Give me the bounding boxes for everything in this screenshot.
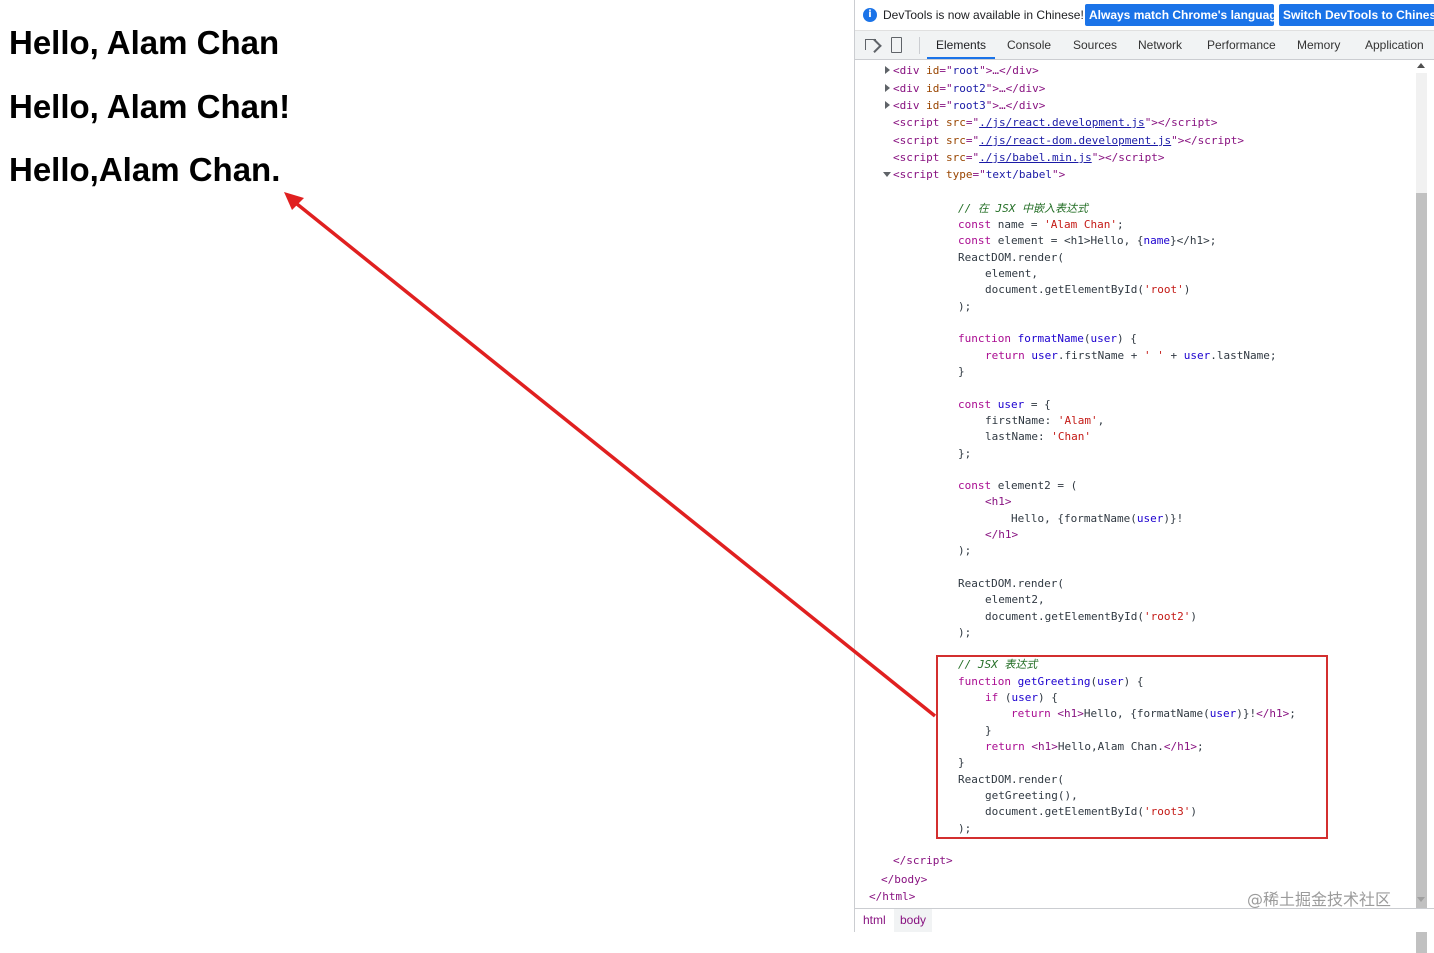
code-line: const name = 'Alam Chan'; xyxy=(958,218,1124,231)
code-line: function formatName(user) { xyxy=(958,332,1137,345)
code-line: ); xyxy=(958,626,972,639)
expand-triangle-icon[interactable] xyxy=(885,84,890,92)
switch-language-button[interactable]: Switch DevTools to Chinese xyxy=(1279,4,1434,26)
tab-performance[interactable]: Performance xyxy=(1207,38,1276,52)
code-line: document.getElementById('root') xyxy=(985,283,1191,296)
devtools-tabbar: Elements Console Sources Network Perform… xyxy=(855,31,1434,60)
code-line: firstName: 'Alam', xyxy=(985,414,1105,427)
tab-console[interactable]: Console xyxy=(1007,38,1052,52)
tree-node-script-react-dom[interactable]: <script src="./js/react-dom.development.… xyxy=(893,134,1245,147)
breadcrumb: html body xyxy=(855,908,1434,932)
tab-memory[interactable]: Memory xyxy=(1297,38,1341,52)
tree-node-script-close[interactable]: </script> xyxy=(893,854,953,867)
code-line: } xyxy=(958,365,965,378)
infobar-text: DevTools is now available in Chinese! xyxy=(883,8,1084,22)
code-line: return user.firstName + ' ' + user.lastN… xyxy=(985,349,1277,362)
code-line: ReactDOM.render( xyxy=(958,773,1064,786)
tab-sources[interactable]: Sources xyxy=(1073,38,1118,52)
language-infobar: i DevTools is now available in Chinese! … xyxy=(855,0,1434,31)
elements-tree: <div id="root">…</div> <div id="root2">…… xyxy=(855,61,1411,908)
watermark: @稀土掘金技术社区 xyxy=(1247,890,1392,909)
collapse-triangle-icon[interactable] xyxy=(883,172,891,177)
tab-application[interactable]: Application xyxy=(1365,38,1424,52)
code-line: ); xyxy=(958,544,972,557)
code-line: return <h1>Hello,Alam Chan.</h1>; xyxy=(985,740,1204,753)
breadcrumb-body[interactable]: body xyxy=(894,909,933,932)
tree-node-html-close[interactable]: </html> xyxy=(869,890,916,903)
code-line: return <h1>Hello, {formatName(user)}!</h… xyxy=(1011,707,1296,720)
page-viewport: Hello, Alam Chan Hello, Alam Chan! Hello… xyxy=(9,24,291,188)
expand-triangle-icon[interactable] xyxy=(885,101,890,109)
tree-node-script-babel-inline[interactable]: <script type="text/babel"> xyxy=(893,168,1066,181)
devtools-panel: i DevTools is now available in Chinese! … xyxy=(854,0,1434,953)
inspect-element-icon[interactable] xyxy=(865,39,876,50)
tab-network[interactable]: Network xyxy=(1138,38,1183,52)
heading-root3: Hello,Alam Chan. xyxy=(9,151,281,188)
code-line: ); xyxy=(958,822,972,835)
highlight-box xyxy=(936,655,1328,839)
tree-node-body-close[interactable]: </body> xyxy=(881,873,928,886)
code-line: if (user) { xyxy=(985,691,1058,704)
code-line: ReactDOM.render( xyxy=(958,251,1064,264)
code-line: function getGreeting(user) { xyxy=(958,675,1144,688)
code-comment: // 在 JSX 中嵌入表达式 xyxy=(958,202,1088,215)
device-toolbar-icon[interactable] xyxy=(891,37,902,53)
code-line: element2, xyxy=(985,593,1045,606)
toolbar-divider xyxy=(919,37,920,54)
info-icon: i xyxy=(863,8,877,22)
code-line: } xyxy=(985,724,992,737)
tree-node-div-root[interactable]: <div id="root">…</div> xyxy=(893,64,1039,77)
code-line: document.getElementById('root3') xyxy=(985,805,1197,818)
code-line: <h1> xyxy=(985,495,1012,508)
tree-node-div-root3[interactable]: <div id="root3">…</div> xyxy=(893,99,1046,112)
tree-node-script-react[interactable]: <script src="./js/react.development.js">… xyxy=(893,116,1218,129)
tab-elements[interactable]: Elements xyxy=(927,31,996,59)
breadcrumb-html[interactable]: html xyxy=(863,913,886,927)
heading-root: Hello, Alam Chan xyxy=(9,24,280,61)
scroll-up-icon[interactable] xyxy=(1417,63,1425,68)
expand-triangle-icon[interactable] xyxy=(885,66,890,74)
heading-root2: Hello, Alam Chan! xyxy=(9,88,291,125)
code-line: Hello, {formatName(user)}! xyxy=(1011,512,1184,525)
code-line: const element = <h1>Hello, {name}</h1>; xyxy=(958,234,1217,247)
scroll-down-icon[interactable] xyxy=(1417,897,1425,902)
match-language-button[interactable]: Always match Chrome's language xyxy=(1085,4,1283,26)
code-line: getGreeting(), xyxy=(985,789,1078,802)
code-line: ); xyxy=(958,300,972,313)
code-comment: // JSX 表达式 xyxy=(958,658,1038,671)
tree-node-script-babel[interactable]: <script src="./js/babel.min.js"></script… xyxy=(893,151,1165,164)
code-line: ReactDOM.render( xyxy=(958,577,1064,590)
scrollbar-thumb[interactable] xyxy=(1416,193,1427,953)
code-line: const element2 = ( xyxy=(958,479,1078,492)
tree-scrollbar[interactable] xyxy=(1411,61,1434,953)
tree-node-div-root2[interactable]: <div id="root2">…</div> xyxy=(893,82,1046,95)
code-line: }; xyxy=(958,447,972,460)
code-line: } xyxy=(958,756,965,769)
code-line: </h1> xyxy=(985,528,1019,541)
code-line: element, xyxy=(985,267,1038,280)
code-line: document.getElementById('root2') xyxy=(985,610,1197,623)
code-line: lastName: 'Chan' xyxy=(985,430,1091,443)
code-line: const user = { xyxy=(958,398,1051,411)
